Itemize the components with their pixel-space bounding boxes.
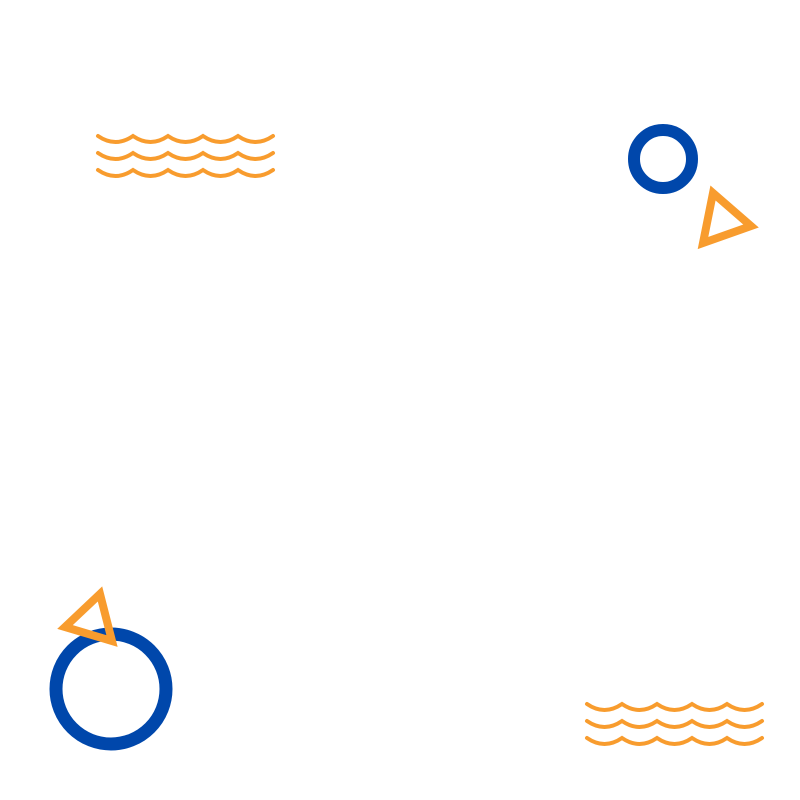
triangle-bottom-left [57,586,118,647]
ring-top-right [628,124,698,194]
wave-line [585,718,764,729]
wave-lines-bottom-right [585,701,764,746]
triangle-top-right [697,185,759,250]
wave-lines-top-left [96,133,275,178]
wave-line [96,133,275,144]
wave-line [96,167,275,178]
ring-bottom-left [49,627,173,751]
wave-line [585,701,764,712]
wave-line [585,735,764,746]
wave-line [96,150,275,161]
